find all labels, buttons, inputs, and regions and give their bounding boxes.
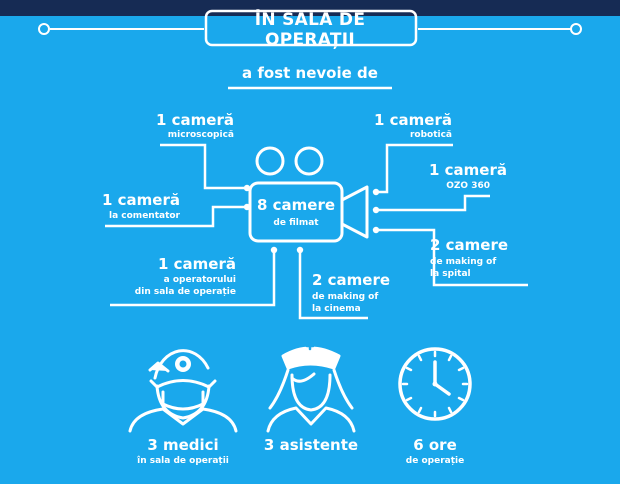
- node-desc-making-of-hospital-1: de making of: [430, 257, 497, 267]
- intro-text: a fost nevoie de: [242, 64, 378, 82]
- node-desc-making-of-cinema-1: de making of: [312, 292, 379, 302]
- stat-value-doctors: 3 medici: [147, 436, 219, 454]
- film-camera-icon: [248, 146, 369, 243]
- node-desc-commentator: la comentator: [109, 211, 180, 221]
- node-count-making-of-cinema: 2 camere: [312, 271, 391, 289]
- page-title: ÎN SALA DE OPERAȚII: [254, 10, 366, 50]
- connector-lines: [105, 143, 528, 320]
- stat-desc-doctors: în sala de operații: [137, 456, 229, 466]
- hub-desc: de filmat: [273, 218, 319, 228]
- node-desc-making-of-hospital-2: la spital: [430, 269, 471, 279]
- node-count-making-of-hospital: 2 camere: [430, 236, 509, 254]
- node-desc-microscopic: microscopică: [167, 130, 234, 140]
- node-desc-operator-1: a operatorului: [163, 275, 236, 285]
- node-count-microscopic: 1 cameră: [156, 111, 234, 129]
- node-desc-operator-2: din sala de operație: [134, 287, 236, 297]
- stat-value-hours: 6 ore: [413, 436, 457, 454]
- clock-icon: [398, 347, 472, 421]
- node-count-ozo: 1 cameră: [429, 161, 507, 179]
- stat-desc-hours: de operație: [405, 456, 465, 466]
- node-count-operator: 1 cameră: [158, 255, 236, 273]
- title-banner: [38, 9, 582, 47]
- doctor-icon: [128, 349, 238, 433]
- node-count-commentator: 1 cameră: [102, 191, 180, 209]
- node-desc-making-of-cinema-2: la cinema: [312, 304, 361, 314]
- hub-count: 8 camere: [256, 196, 336, 214]
- nurse-icon: [266, 341, 356, 433]
- node-desc-ozo: OZO 360: [446, 181, 490, 191]
- node-desc-robotic: robotică: [409, 130, 452, 140]
- stat-value-nurses: 3 asistente: [263, 436, 359, 454]
- node-count-robotic: 1 cameră: [374, 111, 452, 129]
